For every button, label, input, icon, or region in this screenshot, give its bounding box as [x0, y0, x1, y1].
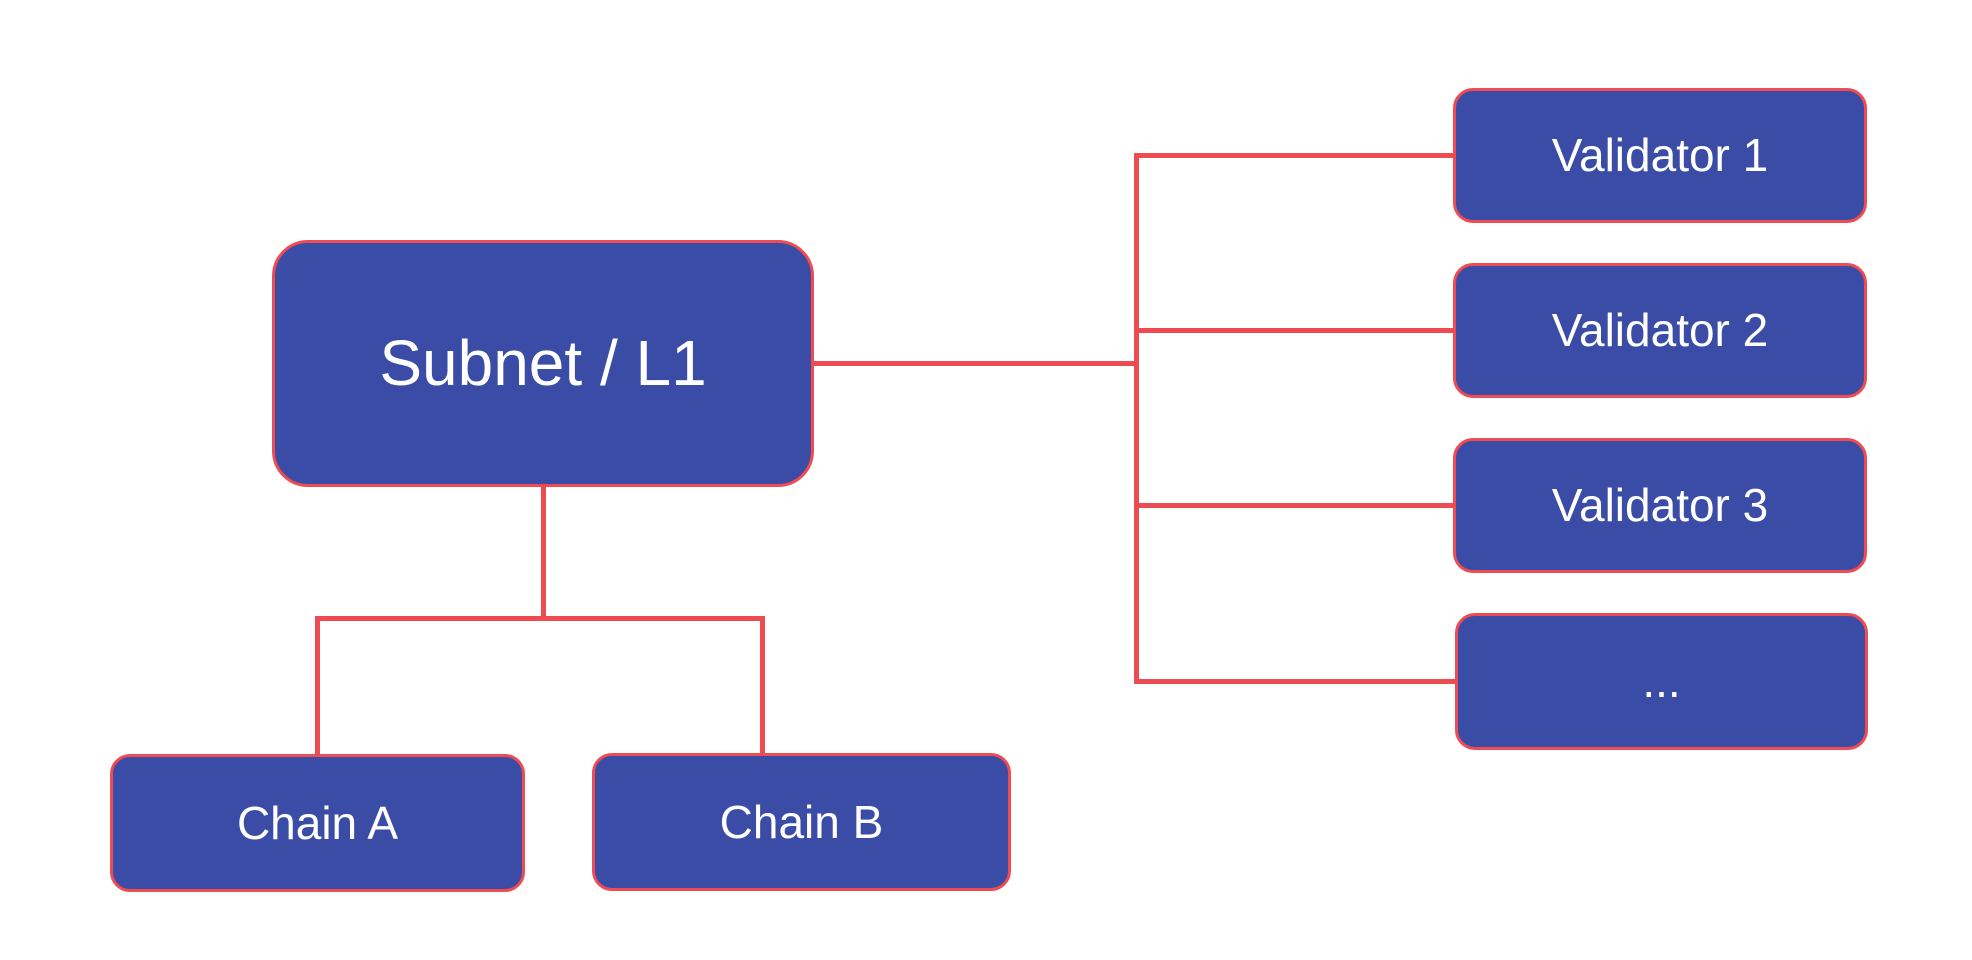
node-chain-b: Chain B: [592, 753, 1011, 891]
node-validator-1-label: Validator 1: [1551, 129, 1769, 182]
edge-trunk-to-validator-1: [1136, 153, 1455, 158]
node-validator-3-label: Validator 3: [1551, 479, 1769, 532]
node-validator-1: Validator 1: [1453, 88, 1867, 223]
node-chain-b-label: Chain B: [719, 795, 884, 848]
edge-subnet-to-trunk: [812, 361, 1136, 366]
edge-trunk-to-validator-more: [1136, 679, 1457, 684]
edge-subnet-down: [540, 485, 546, 621]
node-validator-3: Validator 3: [1453, 438, 1867, 573]
edge-trunk-to-validator-3: [1136, 503, 1455, 508]
node-subnet-l1: Subnet / L1: [272, 240, 814, 487]
node-chain-a-label: Chain A: [236, 796, 399, 849]
node-validator-2: Validator 2: [1453, 263, 1867, 398]
node-chain-a: Chain A: [110, 754, 525, 892]
node-validator-more: ...: [1455, 613, 1868, 750]
edge-crossbar-to-chain-a: [315, 618, 320, 756]
edge-crossbar-to-chain-b: [759, 618, 765, 755]
node-validator-more-label: ...: [1642, 655, 1681, 708]
edge-trunk-to-validator-2: [1136, 328, 1455, 333]
node-subnet-l1-label: Subnet / L1: [379, 327, 707, 400]
edge-validator-trunk: [1133, 153, 1139, 684]
edge-chains-crossbar: [315, 615, 765, 621]
node-validator-2-label: Validator 2: [1551, 304, 1769, 357]
